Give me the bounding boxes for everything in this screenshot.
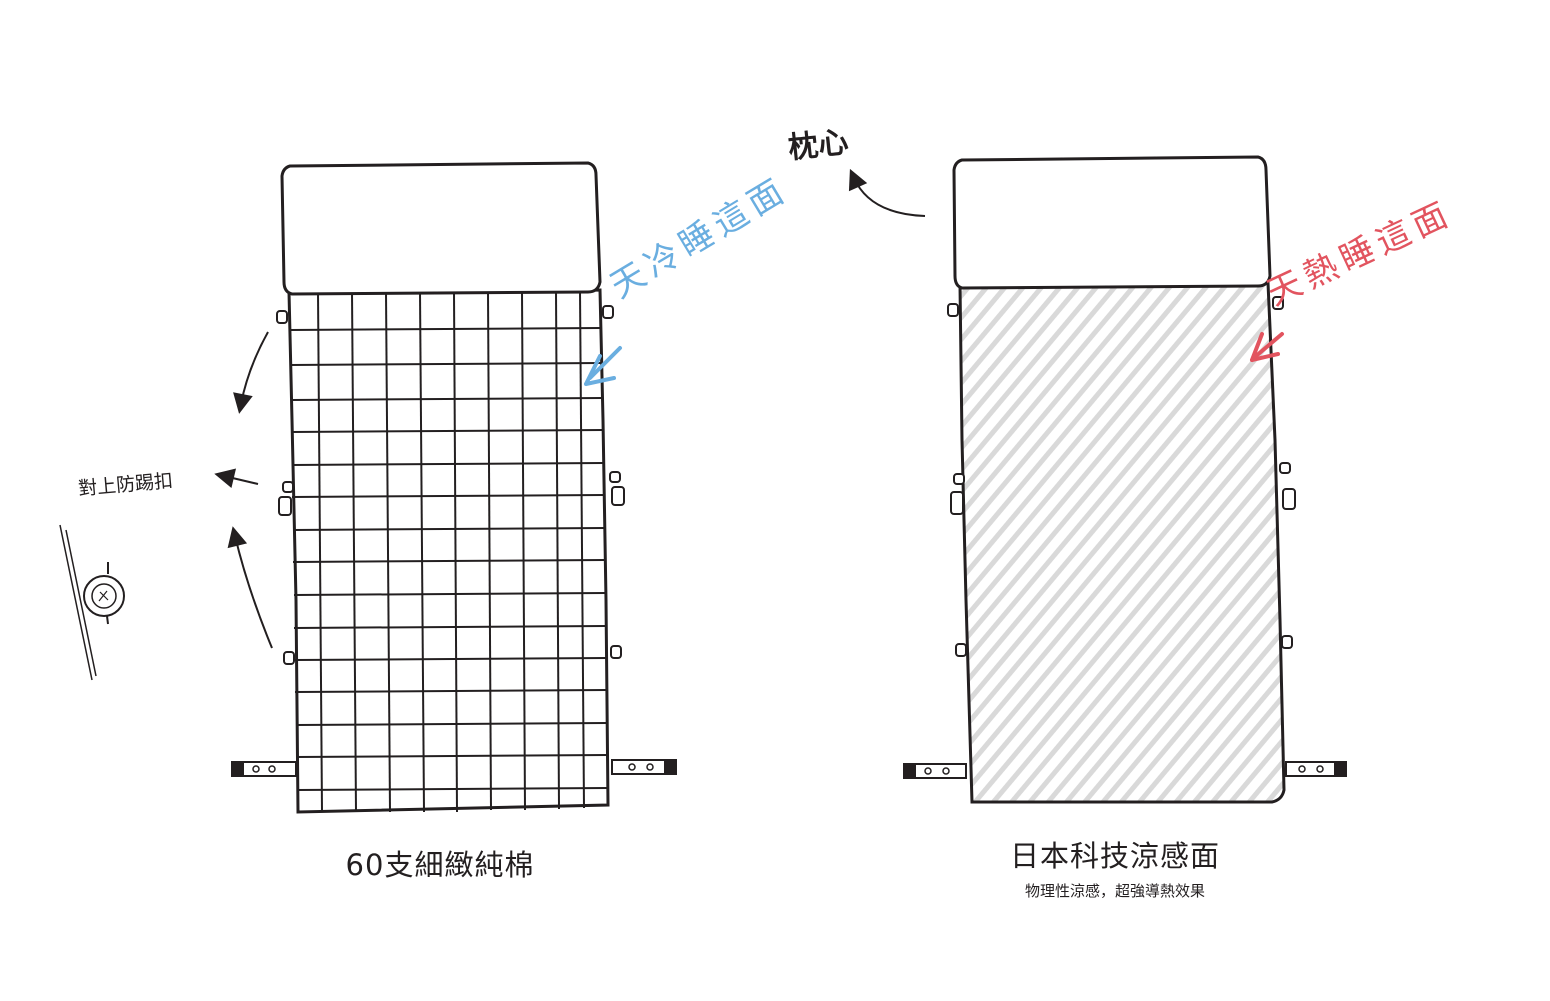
buckle-tab [611,486,625,506]
loop-tab [276,310,288,324]
cooling-pillow [952,155,1272,290]
loop-tab [602,305,614,319]
cold-side-arrow [584,346,622,386]
loop-tab [282,481,294,493]
cooling-side-subtitle: 物理性涼感，超強導熱效果 [1024,882,1205,900]
strap-right [611,759,677,775]
loop-tab [955,643,967,657]
loop-tab [609,471,621,483]
hot-side-arrow [1250,332,1284,362]
gingham-grid [287,288,610,814]
loop-tab [1272,296,1284,310]
cotton-side-title: 60支細緻純棉 [345,848,535,882]
cotton-mattress [231,161,677,814]
cooling-striped-surface [958,281,1286,804]
pillow-arrow [848,168,926,217]
buckle-tab [278,496,292,516]
buckle-side-sketch [59,524,125,681]
loop-tab [610,645,622,659]
pillow-label: 枕心 [786,124,851,167]
buckle-tab [950,491,964,515]
buckle-tab [1282,488,1296,510]
cooling-side-title: 日本科技涼感面 [1009,839,1220,873]
strap-left [903,763,967,779]
loop-tab [1281,635,1293,649]
strap-right [1285,761,1347,777]
kick-buckle-arrows [214,331,273,649]
loop-tab [283,651,295,665]
cotton-pillow [280,161,602,296]
loop-tab [947,303,959,317]
cooling-mattress [903,155,1347,804]
loop-tab [1279,462,1291,474]
loop-tab [953,473,965,485]
strap-left [231,761,297,777]
